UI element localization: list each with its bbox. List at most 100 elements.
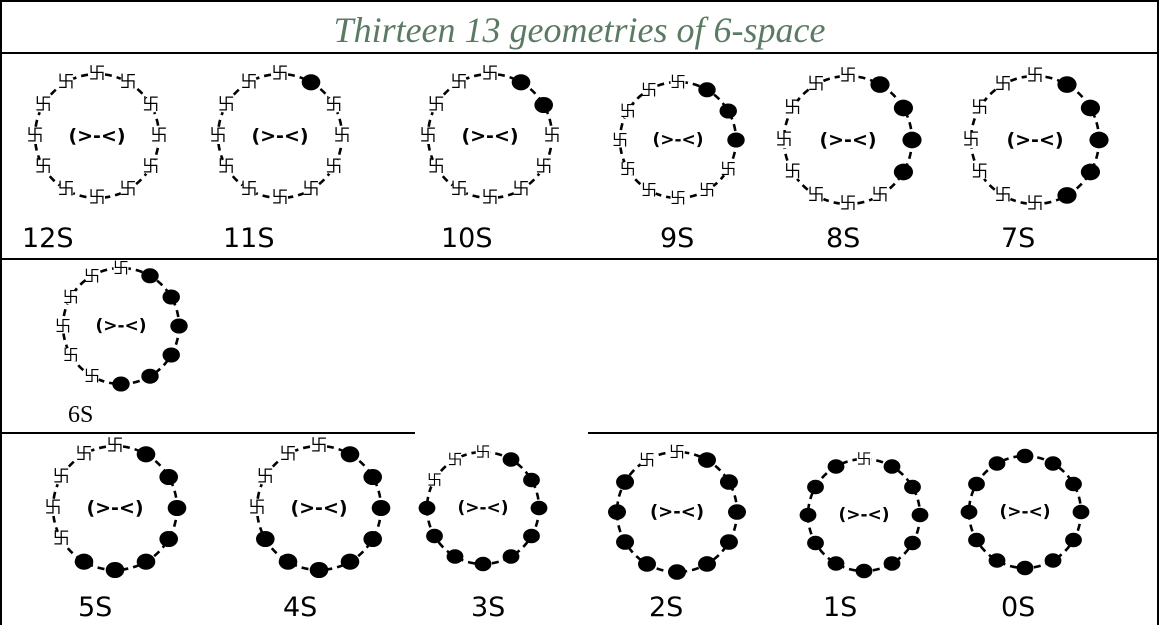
filled-node <box>502 549 520 564</box>
filled-node <box>616 534 635 550</box>
node-backdrop <box>35 96 52 114</box>
open-node-symbol: 卐 <box>218 157 235 177</box>
diagram-label: 0S <box>1001 592 1036 623</box>
node-backdrop <box>670 74 686 90</box>
filled-node <box>1016 448 1034 464</box>
node-backdrop <box>641 82 657 98</box>
filled-node <box>474 556 492 572</box>
filled-node <box>256 530 275 548</box>
filled-node <box>719 534 738 550</box>
node-backdrop <box>639 452 655 468</box>
node-backdrop <box>279 446 297 463</box>
open-node-symbol: 卐 <box>58 72 75 92</box>
diagram-label: 1S <box>823 592 858 623</box>
filled-node <box>855 563 873 579</box>
geometry-diagram-12S: 卐卐卐卐卐卐卐卐卐卐卐卐(>-<) <box>26 64 168 208</box>
node-backdrop <box>612 132 628 148</box>
node-backdrop <box>807 76 825 93</box>
filled-node <box>170 318 188 334</box>
node-backdrop <box>641 182 657 198</box>
open-node-symbol: 卐 <box>303 180 320 200</box>
open-node-symbol: 卐 <box>620 102 636 121</box>
filled-node <box>136 553 156 570</box>
filled-node <box>893 99 914 117</box>
node-backdrop <box>450 181 468 198</box>
open-node-symbol: 卐 <box>784 162 801 182</box>
node-backdrop <box>419 127 437 145</box>
filled-node <box>112 376 130 392</box>
center-symbol: (>-<) <box>1006 129 1063 151</box>
node-backdrop <box>88 189 106 207</box>
open-node-symbol: 卐 <box>639 451 655 470</box>
node-backdrop <box>119 74 137 91</box>
open-node-symbol: 卐 <box>142 157 159 177</box>
filled-node <box>1057 76 1077 93</box>
node-backdrop <box>543 127 561 145</box>
node-backdrop <box>302 181 320 198</box>
filled-node <box>1089 131 1109 149</box>
open-node-symbol: 卐 <box>963 130 980 150</box>
node-backdrop <box>44 499 62 517</box>
open-node-symbol: 卐 <box>325 157 342 177</box>
node-backdrop <box>333 127 351 145</box>
open-node-symbol: 卐 <box>325 95 342 115</box>
center-symbol: (>-<) <box>86 497 143 519</box>
node-backdrop <box>84 268 100 284</box>
node-backdrop <box>248 499 266 517</box>
filled-node <box>616 474 635 490</box>
center-symbol: (>-<) <box>650 502 704 523</box>
filled-node <box>668 564 686 580</box>
node-backdrop <box>1026 195 1044 213</box>
center-symbol: (>-<) <box>461 125 518 147</box>
diagram-label: 3S <box>471 592 506 623</box>
node-backdrop <box>88 65 106 83</box>
open-node-symbol: 卐 <box>63 288 79 307</box>
node-backdrop <box>119 181 137 198</box>
node-backdrop <box>53 530 70 548</box>
node-backdrop <box>784 99 801 117</box>
diagram-label: 4S <box>283 592 318 623</box>
node-backdrop <box>106 437 124 455</box>
geometry-diagram-3S: 卐卐卐(>-<) <box>418 443 548 572</box>
filled-node <box>988 456 1006 471</box>
filled-node <box>278 553 298 570</box>
node-backdrop <box>669 444 685 460</box>
geometry-diagram-1S: 卐(>-<) <box>799 450 929 579</box>
open-node-symbol: 卐 <box>971 162 988 182</box>
filled-node <box>363 468 382 486</box>
geometry-diagram-2S: 卐卐(>-<) <box>608 443 746 580</box>
node-backdrop <box>113 260 129 276</box>
open-node-symbol: 卐 <box>53 529 70 549</box>
open-node-symbol: 卐 <box>971 98 988 118</box>
filled-node <box>698 556 716 572</box>
node-backdrop <box>450 74 468 91</box>
open-node-symbol: 卐 <box>210 126 227 146</box>
node-backdrop <box>271 189 289 207</box>
node-backdrop <box>26 127 44 145</box>
diagram-label: 10S <box>441 223 493 254</box>
open-node-symbol: 卐 <box>58 180 75 200</box>
node-backdrop <box>63 289 79 305</box>
filled-node <box>162 289 180 305</box>
open-node-symbol: 卐 <box>76 444 93 464</box>
open-node-symbol: 卐 <box>451 180 468 200</box>
node-backdrop <box>784 163 801 181</box>
filled-node <box>807 535 824 551</box>
filled-node <box>799 507 817 523</box>
center-symbol: (>-<) <box>68 125 125 147</box>
open-node-symbol: 卐 <box>45 498 62 518</box>
border-row2-bottom-left <box>0 432 415 434</box>
filled-node <box>870 76 890 93</box>
open-node-symbol: 卐 <box>428 95 445 115</box>
filled-node <box>1044 456 1062 471</box>
open-node-symbol: 卐 <box>272 64 289 84</box>
filled-node <box>136 446 156 463</box>
filled-node <box>698 82 716 98</box>
filled-node <box>1065 532 1082 548</box>
node-backdrop <box>325 158 342 176</box>
open-node-symbol: 卐 <box>1027 66 1044 86</box>
diagram-label: 6S <box>68 402 94 428</box>
